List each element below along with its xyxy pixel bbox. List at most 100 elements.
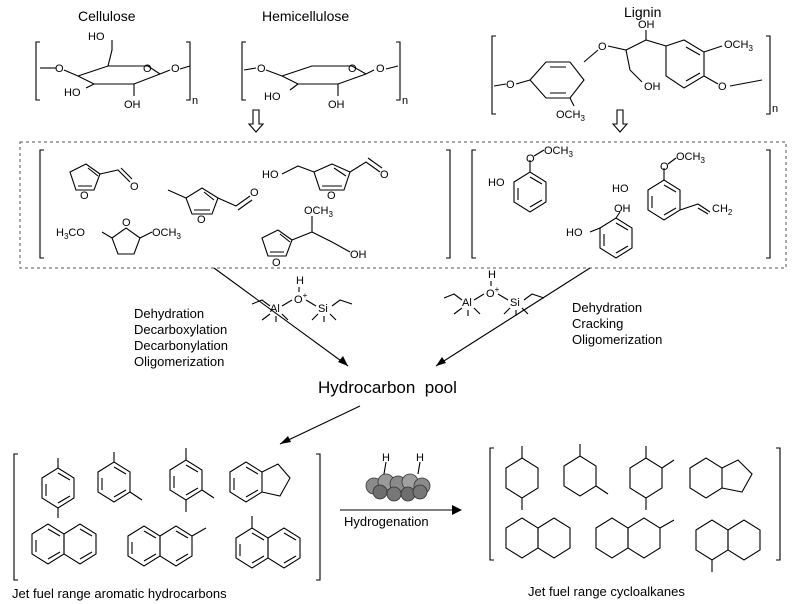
cellulose-structure: O HO HO OH O O	[35, 31, 191, 111]
svg-text:O: O	[130, 181, 139, 193]
alpha-methylnaphthalene-structure	[235, 516, 301, 569]
cellulose-ring-o: O	[143, 63, 152, 75]
hollow-down-arrow-icon	[611, 109, 629, 133]
hemicellulose-oh-bottom: OH	[328, 99, 345, 111]
lignin-n: n	[772, 103, 778, 115]
right-step-oligomerization: Oligomerization	[572, 332, 663, 347]
hemicellulose-ring-o: O	[348, 63, 357, 75]
furyl-methoxyethanol-structure: O OCH3 OH	[261, 205, 367, 269]
svg-text:HO: HO	[566, 227, 583, 239]
pool-to-aromatics-arrow	[279, 405, 361, 445]
cellulose-o-left: O	[55, 63, 64, 75]
svg-text:O: O	[380, 169, 389, 181]
svg-text:H: H	[488, 269, 496, 281]
furfural-structure: O O	[69, 163, 139, 202]
left-step-dehydration: Dehydration	[134, 306, 205, 321]
methylnaphthalene-structure	[127, 525, 207, 567]
hemicellulose-n: n	[402, 95, 408, 107]
lignin-och3-bottom-left: OCH3	[556, 109, 585, 123]
svg-text:Si: Si	[510, 297, 520, 309]
svg-text:H: H	[382, 452, 390, 464]
svg-text:O: O	[197, 214, 206, 226]
svg-text:Si: Si	[318, 303, 328, 315]
phenolics-bracket-right	[766, 149, 771, 259]
methyldecalin-structure	[595, 517, 675, 559]
svg-text:Al: Al	[462, 297, 472, 309]
furanics-bracket-right	[446, 149, 451, 259]
svg-text:HO: HO	[612, 183, 629, 195]
dimethoxy-thf-structure: H3CO O OCH3	[56, 217, 181, 255]
indane-structure	[229, 461, 291, 503]
hemicellulose-o-left: O	[257, 63, 266, 75]
aromatics-bracket-left	[13, 453, 18, 581]
svg-text:O+: O+	[486, 285, 500, 300]
svg-text:OCH3: OCH3	[544, 145, 573, 159]
intermediates-box	[19, 141, 787, 269]
methylfurfural-structure: O O	[167, 187, 259, 226]
lignin-header: Lignin	[624, 4, 662, 20]
lignin-o-right: O	[718, 81, 727, 93]
lignin-o-left: O	[506, 79, 515, 91]
cellulose-header: Cellulose	[78, 8, 136, 24]
cellulose-oh-top: HO	[88, 31, 105, 43]
zeolite-acid-site-left: H O+ Al Si	[251, 275, 353, 322]
left-step-decarbonylation: Decarbonylation	[134, 338, 228, 353]
lignin-oh-top: OH	[638, 19, 655, 31]
lignin-structure: O OCH3 O OH OH OCH3 O	[491, 19, 771, 123]
decalin-structure	[505, 517, 571, 559]
cycloalkanes-bracket-right	[776, 447, 781, 561]
right-step-cracking: Cracking	[572, 316, 624, 331]
trimethylbenzene-structure	[169, 448, 215, 512]
hemicellulose-oh-left: HO	[264, 91, 281, 103]
hydrindane-structure	[689, 457, 753, 499]
svg-text:CH2: CH2	[712, 203, 733, 217]
cellulose-oh-left: HO	[64, 87, 81, 99]
m-xylene-structure	[97, 452, 143, 503]
svg-text:OH: OH	[350, 249, 367, 261]
right-step-dehydration: Dehydration	[572, 300, 643, 315]
furanics-bracket-left	[39, 149, 44, 259]
hemicellulose-structure: O HO OH O O	[241, 41, 401, 111]
left-step-decarboxylation: Decarboxylation	[134, 322, 228, 337]
naphthalene-structure	[31, 523, 97, 565]
aromatics-bracket-right	[316, 453, 321, 581]
svg-text:O: O	[660, 161, 669, 173]
aromatics-caption: Jet fuel range aromatic hydrocarbons	[12, 586, 227, 601]
cellulose-oh-bottom: OH	[124, 99, 141, 111]
svg-text:O: O	[80, 190, 89, 202]
trimethylcyclohexane-structure	[629, 446, 675, 510]
svg-text:HO: HO	[262, 169, 279, 181]
svg-text:O: O	[526, 153, 535, 165]
m-dimethylcyclohexane-structure	[563, 444, 609, 497]
lignin-ether-o: O	[598, 41, 607, 53]
p-xylene-structure	[41, 458, 75, 518]
svg-text:H: H	[416, 452, 424, 464]
lignin-oh-bottom: OH	[644, 81, 661, 93]
dimethylcyclohexane-structure	[505, 446, 539, 510]
left-step-oligomerization: Oligomerization	[134, 354, 225, 369]
svg-text:H: H	[296, 275, 304, 287]
right-process-steps: Dehydration Cracking Oligomerization	[572, 300, 662, 348]
svg-text:OCH3: OCH3	[676, 151, 705, 165]
cycloalkanes-caption: Jet fuel range cycloalkanes	[528, 584, 685, 599]
left-process-steps: Dehydration Decarboxylation Decarbonylat…	[134, 306, 228, 370]
left-converging-arrow	[213, 267, 349, 367]
hollow-down-arrow-icon	[247, 109, 265, 133]
guaiacol-structure: HO O OCH3	[488, 145, 573, 213]
svg-text:O: O	[122, 217, 131, 229]
svg-text:O: O	[250, 187, 259, 199]
lignin-och3-right: OCH3	[724, 39, 753, 53]
hydrogenation-label: Hydrogenation	[344, 514, 429, 529]
cellulose-n: n	[192, 95, 198, 107]
phenolics-bracket-left	[471, 149, 476, 259]
cellulose-o-right: O	[171, 63, 180, 75]
svg-text:O: O	[327, 190, 336, 202]
svg-text:H3CO: H3CO	[56, 227, 85, 241]
svg-text:O: O	[272, 257, 281, 269]
right-converging-arrow	[435, 267, 591, 367]
svg-text:OCH3: OCH3	[304, 205, 333, 219]
svg-text:Al: Al	[270, 303, 280, 315]
catalyst-sphere-cluster-icon: H H	[365, 452, 431, 502]
zeolite-acid-site-right: H O+ Al Si	[443, 269, 545, 316]
